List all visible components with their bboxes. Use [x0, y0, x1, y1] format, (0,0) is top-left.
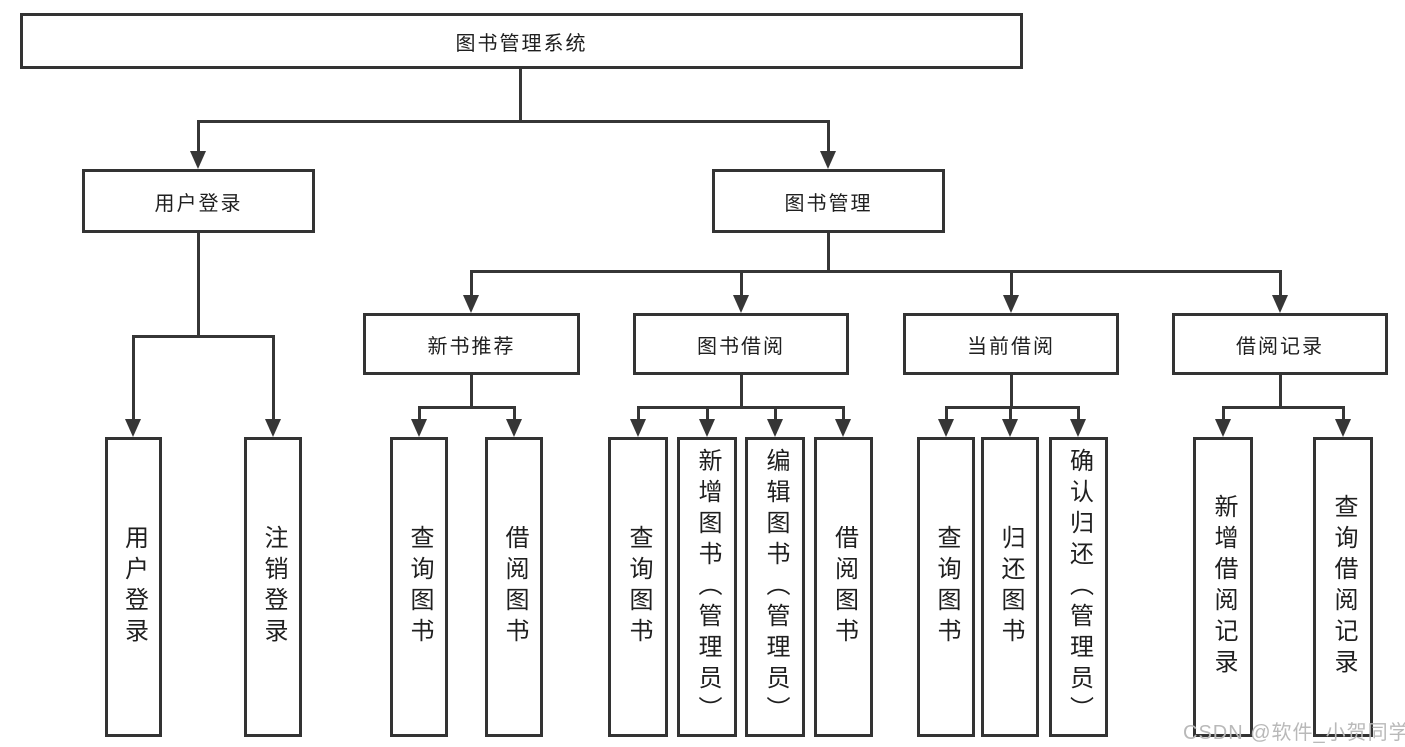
leaf-add-books-admin: 新增图书（管理员） [677, 437, 737, 737]
leaf-add-books-admin-label: 新增图书（管理员） [694, 447, 721, 727]
leaf-query-books-1-label: 查询图书 [406, 525, 433, 649]
connector-vertical-line [740, 273, 743, 295]
arrowhead-down-icon [265, 419, 281, 437]
arrowhead-down-icon [1215, 419, 1231, 437]
connector-vertical-line [1279, 273, 1282, 295]
node-borrowing-records-label: 借阅记录 [1236, 335, 1324, 358]
leaf-query-books-2: 查询图书 [608, 437, 668, 737]
connector-vertical-line [945, 409, 948, 419]
connector-vertical-line [418, 409, 421, 419]
connector-vertical-line [827, 233, 830, 273]
connector-vertical-line [519, 69, 522, 123]
node-book-management: 图书管理 [712, 169, 945, 233]
leaf-borrow-books-1: 借阅图书 [485, 437, 543, 737]
leaf-add-borrow-record-label: 新增借阅记录 [1210, 494, 1237, 680]
leaf-confirm-return-admin: 确认归还（管理员） [1049, 437, 1108, 737]
leaf-add-borrow-record: 新增借阅记录 [1193, 437, 1253, 737]
connector-vertical-line [132, 338, 135, 419]
leaf-query-books-1: 查询图书 [390, 437, 448, 737]
arrowhead-down-icon [463, 295, 479, 313]
arrowhead-down-icon [125, 419, 141, 437]
connector-vertical-line [1010, 375, 1013, 409]
arrowhead-down-icon [938, 419, 954, 437]
connector-vertical-line [1342, 409, 1345, 419]
connector-horizontal-line [945, 406, 1080, 409]
node-new-book-recommend: 新书推荐 [363, 313, 580, 375]
watermark: CSDN @软件_小贺同学 [1183, 722, 1405, 744]
connector-horizontal-line [197, 120, 830, 123]
arrowhead-down-icon [630, 419, 646, 437]
node-borrowing-records: 借阅记录 [1172, 313, 1388, 375]
arrowhead-down-icon [733, 295, 749, 313]
node-root-label: 图书管理系统 [455, 32, 588, 55]
arrowhead-down-icon [1070, 419, 1086, 437]
arrowhead-down-icon [1003, 295, 1019, 313]
connector-vertical-line [470, 273, 473, 295]
arrowhead-down-icon [1335, 419, 1351, 437]
connector-horizontal-line [1222, 406, 1345, 409]
leaf-borrow-books-2: 借阅图书 [814, 437, 873, 737]
arrowhead-down-icon [699, 419, 715, 437]
node-new-book-recommend-label: 新书推荐 [427, 335, 516, 358]
node-book-borrowing: 图书借阅 [633, 313, 849, 375]
leaf-borrow-books-2-label: 借阅图书 [830, 525, 858, 649]
arrowhead-down-icon [835, 419, 851, 437]
connector-vertical-line [1279, 375, 1282, 409]
connector-vertical-line [637, 409, 640, 419]
connector-vertical-line [842, 409, 845, 419]
connector-horizontal-line [470, 270, 1282, 273]
leaf-confirm-return-admin-label: 确认归还（管理员） [1065, 447, 1093, 727]
connector-vertical-line [1009, 409, 1012, 419]
connector-vertical-line [272, 338, 275, 419]
node-book-management-label: 图书管理 [784, 192, 873, 215]
connector-vertical-line [197, 233, 200, 338]
leaf-query-borrow-record-label: 查询借阅记录 [1330, 494, 1357, 680]
connector-vertical-line [1222, 409, 1225, 419]
leaf-query-books-3-label: 查询图书 [933, 525, 960, 649]
leaf-return-books-label: 归还图书 [997, 525, 1024, 649]
node-current-borrowing: 当前借阅 [903, 313, 1119, 375]
connector-horizontal-line [418, 406, 516, 409]
arrowhead-down-icon [1272, 295, 1288, 313]
arrowhead-down-icon [506, 419, 522, 437]
node-current-borrowing-label: 当前借阅 [967, 335, 1055, 358]
node-user-login-group: 用户登录 [82, 169, 315, 233]
connector-horizontal-line [637, 406, 845, 409]
leaf-query-books-2-label: 查询图书 [625, 525, 652, 649]
connector-vertical-line [827, 123, 830, 151]
connector-vertical-line [1010, 273, 1013, 295]
connector-vertical-line [470, 375, 473, 409]
node-user-login-group-label: 用户登录 [154, 192, 243, 215]
arrowhead-down-icon [767, 419, 783, 437]
arrowhead-down-icon [820, 151, 836, 169]
leaf-logout-label: 注销登录 [260, 525, 287, 649]
connector-vertical-line [513, 409, 516, 419]
connector-vertical-line [197, 123, 200, 151]
connector-vertical-line [774, 409, 777, 419]
leaf-edit-books-admin-label: 编辑图书（管理员） [762, 447, 789, 727]
leaf-user-login-label: 用户登录 [120, 525, 148, 649]
connector-vertical-line [740, 375, 743, 409]
connector-vertical-line [1077, 409, 1080, 419]
leaf-logout: 注销登录 [244, 437, 302, 737]
connector-horizontal-line [132, 335, 275, 338]
connector-vertical-line [706, 409, 709, 419]
arrowhead-down-icon [411, 419, 427, 437]
leaf-return-books: 归还图书 [981, 437, 1039, 737]
node-book-borrowing-label: 图书借阅 [697, 335, 785, 358]
leaf-edit-books-admin: 编辑图书（管理员） [745, 437, 805, 737]
leaf-query-books-3: 查询图书 [917, 437, 975, 737]
leaf-borrow-books-1-label: 借阅图书 [501, 525, 528, 649]
node-root: 图书管理系统 [20, 13, 1023, 69]
leaf-user-login: 用户登录 [105, 437, 162, 737]
leaf-query-borrow-record: 查询借阅记录 [1313, 437, 1373, 737]
arrowhead-down-icon [190, 151, 206, 169]
arrowhead-down-icon [1002, 419, 1018, 437]
